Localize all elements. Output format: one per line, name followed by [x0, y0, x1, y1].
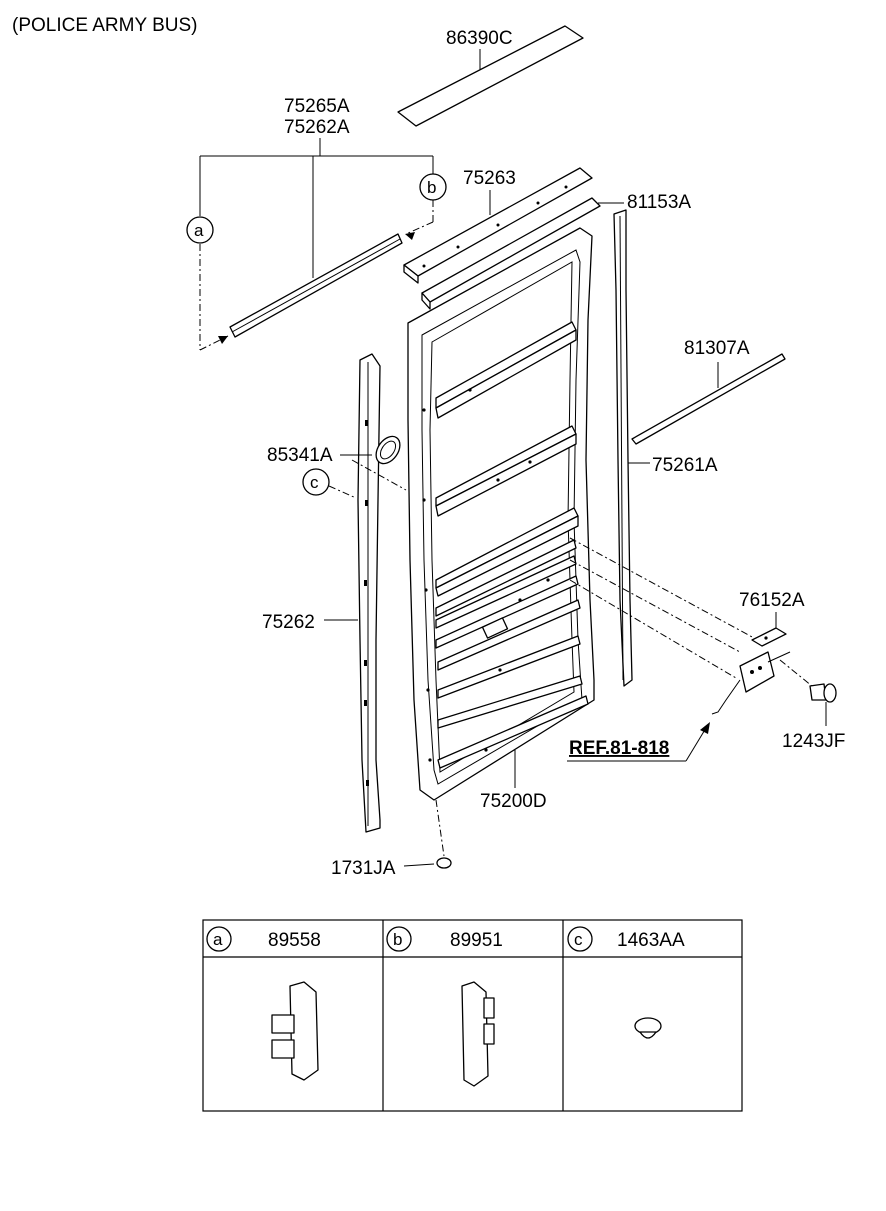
dash-b-arrow — [405, 221, 434, 235]
svg-text:a: a — [213, 930, 223, 949]
ref-leader — [685, 727, 707, 762]
label-1243JF[interactable]: 1243JF — [782, 731, 845, 752]
part-75265A-weatherstrip — [229, 233, 403, 338]
arrow-a-icon — [218, 336, 228, 344]
part-75200D-door-frame — [407, 227, 595, 801]
svg-text:b: b — [393, 930, 402, 949]
label-75200D[interactable]: 75200D — [480, 791, 547, 812]
label-75265A[interactable]: 75265A — [284, 96, 350, 117]
legend-part-89951: 89951 — [450, 930, 503, 951]
legend-part-1463AA: 1463AA — [617, 930, 685, 951]
part-1731JA-plug — [436, 857, 452, 869]
dash-76152A-1 — [569, 537, 755, 639]
part-latch-assembly — [711, 651, 791, 715]
clip-89558-icon — [271, 981, 319, 1081]
arrow-b-icon — [405, 232, 415, 240]
label-81153A[interactable]: 81153A — [627, 192, 691, 213]
label-81307A[interactable]: 81307A — [684, 338, 750, 359]
dash-c — [328, 485, 357, 499]
dash-76152A-2 — [569, 559, 741, 653]
label-75263[interactable]: 75263 — [463, 168, 516, 189]
label-76152A[interactable]: 76152A — [739, 590, 805, 611]
callout-b[interactable]: b — [419, 173, 447, 201]
part-85341A-cap — [375, 435, 401, 465]
part-1243JF-screw — [809, 683, 837, 703]
part-75263-rail — [403, 167, 593, 284]
dash-76152A-3 — [569, 579, 737, 679]
callout-c[interactable]: c — [302, 468, 330, 496]
legend-cell-b[interactable]: b 89951 — [386, 926, 503, 1087]
label-75262A[interactable]: 75262A — [284, 117, 350, 138]
label-75262[interactable]: 75262 — [262, 612, 315, 633]
legend-cell-a[interactable]: a 89558 — [206, 926, 321, 1081]
svg-text:c: c — [310, 473, 319, 492]
label-85341A[interactable]: 85341A — [267, 445, 333, 466]
legend-cell-c[interactable]: c 1463AA — [567, 926, 685, 1039]
svg-text:c: c — [574, 930, 583, 949]
svg-text:a: a — [194, 221, 204, 240]
dash-85341A — [351, 459, 407, 491]
diagram-title: (POLICE ARMY BUS) — [12, 15, 197, 36]
svg-text:b: b — [427, 178, 436, 197]
label-86390C[interactable]: 86390C — [446, 28, 513, 49]
part-86390C-strip — [397, 25, 584, 127]
part-75262-pillar — [357, 353, 381, 833]
part-81153A-channel — [421, 197, 601, 310]
bracket-75265A-lines — [199, 138, 434, 278]
legend-part-89558: 89558 — [268, 930, 321, 951]
clip-1463AA-icon — [634, 1017, 662, 1039]
dash-1731JA — [435, 799, 445, 857]
ref-arrow-icon — [700, 722, 710, 734]
part-75261A-weatherstrip — [613, 209, 633, 687]
part-76152A-bracket — [751, 627, 787, 647]
label-1731JA[interactable]: 1731JA — [331, 858, 396, 879]
leader-1731JA — [403, 863, 435, 867]
callout-a[interactable]: a — [186, 216, 214, 244]
dash-1243JF — [779, 659, 813, 687]
part-81307A-strip — [631, 353, 786, 445]
ref-81-818-link[interactable]: REF.81-818 — [569, 738, 669, 759]
label-75261A[interactable]: 75261A — [652, 455, 718, 476]
clip-89951-icon — [461, 981, 495, 1087]
